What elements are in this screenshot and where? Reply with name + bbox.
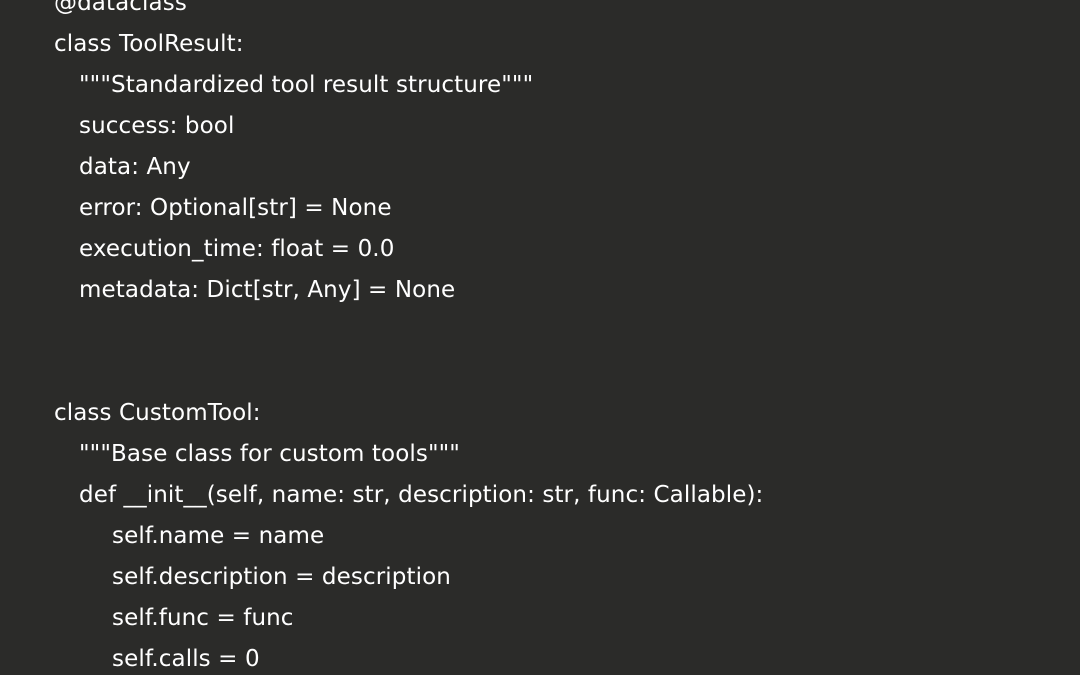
code-line-docstring: """Base class for custom tools""" [79,441,460,467]
code-line-def-init: def __init__(self, name: str, descriptio… [79,482,764,508]
code-line-class-customtool: class CustomTool: [54,400,261,426]
code-line-blank [54,352,1060,393]
code-line-field-error: error: Optional[str] = None [79,195,392,221]
code-line-assign-func: self.func = func [112,605,294,631]
code-line-field-data: data: Any [79,154,191,180]
code-line-assign-calls: self.calls = 0 [112,646,260,672]
code-line-field-metadata: metadata: Dict[str, Any] = None [79,277,456,303]
code-line-field-execution-time: execution_time: float = 0.0 [79,236,395,262]
code-lines: @dataclass class ToolResult: """Standard… [54,0,1060,675]
code-line-field-success: success: bool [79,113,235,139]
code-line-decorator: @dataclass [54,0,187,16]
code-line-assign-description: self.description = description [112,564,451,590]
code-line-assign-name: self.name = name [112,523,325,549]
code-line-class-toolresult: class ToolResult: [54,31,244,57]
code-line-docstring: """Standardized tool result structure""" [79,72,534,98]
code-line-blank [54,311,1060,352]
